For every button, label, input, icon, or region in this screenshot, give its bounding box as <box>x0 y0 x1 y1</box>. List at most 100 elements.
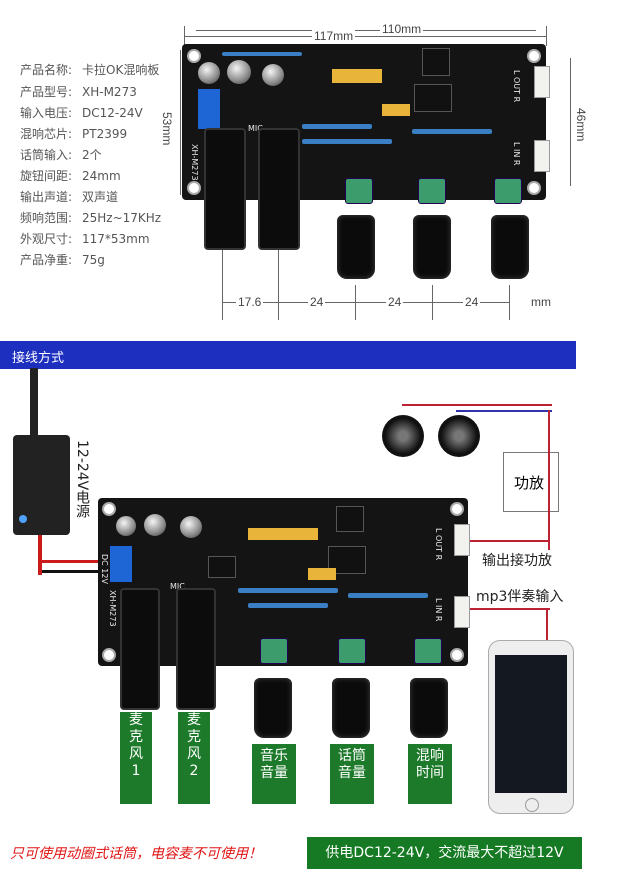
arrow-text: 话筒 <box>338 748 366 764</box>
dim-label-46: 46mm <box>574 108 588 142</box>
label-mic-volume: 话筒 音量 <box>330 744 374 804</box>
psu-adapter <box>13 435 70 535</box>
wire <box>38 535 42 575</box>
spec-value: 25Hz~17KHz <box>82 211 162 225</box>
dim-tick <box>546 26 547 46</box>
wire <box>546 608 548 646</box>
capacitor <box>116 516 136 536</box>
knob <box>491 215 529 279</box>
speaker-icon <box>438 415 480 457</box>
arrow-text: 1 <box>131 763 141 779</box>
chip <box>422 48 450 76</box>
input-connector <box>454 596 470 628</box>
capacitor <box>262 64 284 86</box>
spec-value: 117*53mm <box>82 232 150 246</box>
arrow-text: 2 <box>189 763 199 779</box>
chip-pt2399 <box>414 84 452 112</box>
resistor-row <box>302 139 392 144</box>
spec-key: 频响范围: <box>20 211 73 225</box>
silk-lout: L OUT R <box>512 70 521 103</box>
resistor-row <box>412 129 492 134</box>
potentiometer <box>494 178 522 204</box>
spec-row: 产品型号:XH-M273 <box>20 83 137 100</box>
mount-hole <box>102 502 116 516</box>
amplifier-box: 功放 <box>503 452 559 512</box>
mic-jack-1 <box>120 588 160 710</box>
resistor-row <box>248 603 328 608</box>
dim-line-117 <box>184 36 546 37</box>
mount-hole <box>527 181 541 195</box>
knob <box>413 215 451 279</box>
knob-reverb-time <box>410 678 448 738</box>
silk-lin: L IN R <box>512 142 521 166</box>
wire <box>548 410 550 550</box>
dim-label-110: 110mm <box>380 22 424 36</box>
arrow-text: 音乐 <box>260 748 288 764</box>
section-title: 接线方式 <box>12 351 65 366</box>
spec-key: 话筒输入: <box>20 148 73 162</box>
dim-line-46 <box>570 58 571 186</box>
spec-value: PT2399 <box>82 127 128 141</box>
dim-label-24: 24 <box>308 295 326 309</box>
psu-cable <box>30 368 38 438</box>
spec-key: 输入电压: <box>20 106 73 120</box>
dim-tick <box>278 250 279 320</box>
capacitor <box>180 516 202 538</box>
wire <box>470 540 550 542</box>
potentiometer <box>260 638 288 664</box>
label-music-volume: 音乐 音量 <box>252 744 296 804</box>
potentiometer <box>338 638 366 664</box>
spec-key: 旋钮间距: <box>20 169 73 183</box>
silk-lout: L OUT R <box>434 528 443 561</box>
label-mic-1: 麦 克 风 1 <box>120 712 152 804</box>
chip <box>208 556 236 578</box>
silk-lin: L IN R <box>434 598 443 622</box>
capacitor <box>144 514 166 536</box>
dim-tick <box>509 285 510 320</box>
spec-value: 双声道 <box>82 190 119 204</box>
spec-key: 混响芯片: <box>20 127 73 141</box>
dim-unit: mm <box>531 295 551 309</box>
silk-model: XH-M273 <box>108 590 117 627</box>
potentiometer <box>414 638 442 664</box>
resistor-row <box>348 593 428 598</box>
arrow-text: 克 <box>129 729 143 745</box>
label-reverb-time: 混响 时间 <box>408 744 452 804</box>
input-label: mp3伴奏输入 <box>476 589 564 605</box>
spec-row: 外观尺寸: 117*53mm <box>20 230 150 247</box>
spec-value: 卡拉OK混响板 <box>82 63 160 77</box>
spec-row: 输入电压:DC12-24V <box>20 104 143 121</box>
power-note: 供电DC12-24V，交流最大不超过12V <box>307 837 582 869</box>
mount-hole <box>527 49 541 63</box>
dim-tick <box>222 250 223 320</box>
arrow-text: 音量 <box>260 765 288 781</box>
resistor-row <box>302 124 372 129</box>
label-mic-2: 麦 克 风 2 <box>178 712 210 804</box>
spec-key: 产品名称: <box>20 63 73 77</box>
potentiometer <box>418 178 446 204</box>
spec-key: 外观尺寸: <box>20 232 73 246</box>
silk-mic: MIC <box>170 582 185 591</box>
phone-screen <box>495 655 567 793</box>
spec-row: 频响范围: 25Hz~17KHz <box>20 209 161 226</box>
mount-hole <box>450 502 464 516</box>
arrow-text: 混响 <box>416 748 444 764</box>
phone-home-button <box>525 798 539 812</box>
spec-row: 混响芯片: PT2399 <box>20 125 127 142</box>
spec-key: 产品净重: <box>20 253 73 267</box>
wire <box>38 560 118 563</box>
dim-line-110 <box>196 30 536 31</box>
mount-hole <box>450 648 464 662</box>
psu-led <box>19 515 27 523</box>
spec-row: 产品净重:75g <box>20 251 105 268</box>
silk-mic: MIC <box>248 124 263 133</box>
spec-value: 24mm <box>82 169 121 183</box>
spec-row: 话筒输入:2个 <box>20 146 102 163</box>
speaker-icon <box>382 415 424 457</box>
output-label: 输出接功放 <box>482 553 552 569</box>
output-connector <box>454 524 470 556</box>
mount-hole <box>187 49 201 63</box>
spec-key: 产品型号: <box>20 85 73 99</box>
mount-hole <box>102 648 116 662</box>
spec-key: 输出声道: <box>20 190 73 204</box>
